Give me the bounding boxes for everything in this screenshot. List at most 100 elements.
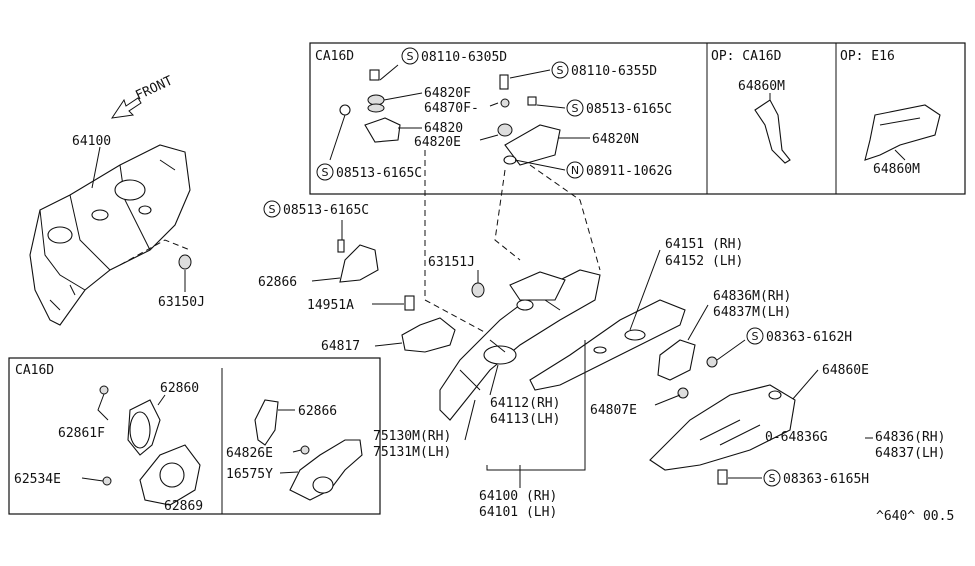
apron-assembly-drawing xyxy=(29,144,191,326)
label-08513-6165c-b: 08513-6165C xyxy=(586,102,672,117)
box-title-op-ca16d: OP: CA16D xyxy=(711,49,782,64)
label-64820e: 64820E xyxy=(414,135,461,150)
box-title-ca16d: CA16D xyxy=(315,49,354,64)
bracket-64836m-drawing xyxy=(657,339,696,381)
leader-62861f xyxy=(97,393,109,421)
top-box-frame xyxy=(309,42,966,195)
leader-64820e xyxy=(479,134,499,141)
s-mark-08513-6165c-c: S xyxy=(263,200,281,218)
label-64817: 64817 xyxy=(321,339,360,354)
leader-08110-6355d xyxy=(509,69,551,79)
label-08110-6355d: 08110-6355D xyxy=(571,64,657,79)
front-arrow-icon xyxy=(110,97,142,119)
svg-text:S: S xyxy=(269,203,276,216)
bolt-08363-6162h-drawing xyxy=(706,356,718,368)
svg-text:S: S xyxy=(752,330,759,343)
s-mark-08513-6165c-a: S xyxy=(316,163,334,181)
cover-62869-drawing xyxy=(139,444,201,506)
leader-08513-6165c-a xyxy=(329,114,346,161)
bracket-62866-b-drawing xyxy=(254,399,279,446)
mud-guard-64836-drawing xyxy=(649,384,796,471)
leader-08110-6305d xyxy=(379,64,399,81)
front-label: FRONT xyxy=(133,73,175,103)
leader-64860e xyxy=(791,369,819,401)
leader-64836m xyxy=(687,304,709,341)
label-64101: 64101 (LH) xyxy=(479,505,557,520)
box-title-op-e16: OP: E16 xyxy=(840,49,895,64)
label-64113: 64113(LH) xyxy=(490,412,560,427)
svg-text:S: S xyxy=(407,50,414,63)
label-64151: 64151 (RH) xyxy=(665,237,743,252)
leader-08363-6162h xyxy=(716,339,746,361)
dash-line-1 xyxy=(424,150,491,336)
clip-64807e-drawing xyxy=(677,387,689,399)
bracket-64817-drawing xyxy=(401,317,456,353)
grommet-63151j-drawing xyxy=(471,282,485,298)
leader-08513-6165c-b xyxy=(536,104,566,109)
label-08911-1062g: 08911-1062G xyxy=(586,164,672,179)
label-64837m: 64837M(LH) xyxy=(713,305,791,320)
label-64836: 64836(RH) xyxy=(875,430,945,445)
label-64860e: 64860E xyxy=(822,363,869,378)
label-64870f: 64870F- xyxy=(424,101,479,116)
svg-text:S: S xyxy=(769,472,776,485)
label-08363-6162h: 08363-6162H xyxy=(766,330,852,345)
clip-64826e-drawing xyxy=(300,445,310,455)
mount-parts-drawing xyxy=(339,69,561,166)
bolt-08363-6165h-drawing xyxy=(717,469,728,485)
leader-16575y xyxy=(279,471,299,474)
label-64836m: 64836M(RH) xyxy=(713,289,791,304)
label-14951a: 14951A xyxy=(307,298,354,313)
s-mark-08513-6165c-b: S xyxy=(566,99,584,117)
dash-line-3 xyxy=(529,164,601,271)
s-mark-08363-6162h: S xyxy=(746,327,764,345)
bracket-62866-a-drawing xyxy=(337,239,379,283)
leader-64860m-b xyxy=(894,149,906,161)
leader-64807e xyxy=(654,394,681,406)
leader-62866-a xyxy=(311,277,341,282)
label-64836g: 0-64836G xyxy=(765,430,828,445)
clip-62534e-drawing xyxy=(102,476,112,486)
label-75130m: 75130M(RH) xyxy=(373,429,451,444)
leader-64826e xyxy=(292,449,302,453)
label-08363-6165h: 08363-6165H xyxy=(783,472,869,487)
bracket-64860m-a-drawing xyxy=(754,99,791,164)
leader-64870f xyxy=(489,102,499,107)
svg-text:N: N xyxy=(571,164,579,177)
label-64820: 64820 xyxy=(424,121,463,136)
label-64837: 64837(LH) xyxy=(875,446,945,461)
leader-64100-top xyxy=(91,146,101,189)
s-mark-08110-6305d: S xyxy=(401,47,419,65)
label-63150j: 63150J xyxy=(158,295,205,310)
dash-line-2 xyxy=(494,169,521,261)
label-64820f: 64820F xyxy=(424,86,471,101)
label-62534e: 62534E xyxy=(14,472,61,487)
label-62866-b: 62866 xyxy=(298,404,337,419)
duct-62860-drawing xyxy=(127,399,161,456)
duct-16575y-drawing xyxy=(289,439,363,501)
label-62866-a: 62866 xyxy=(258,275,297,290)
leader-75130m xyxy=(464,399,476,441)
leader-64151 xyxy=(629,249,661,331)
label-64807e: 64807E xyxy=(590,403,637,418)
box-title-bottom-ca16d: CA16D xyxy=(15,363,54,378)
label-64860m-b: 64860M xyxy=(873,162,920,177)
clip-62861f-drawing xyxy=(99,385,109,395)
diagram-code: ^640^ 00.5 xyxy=(876,509,954,524)
bolt-14951a-drawing xyxy=(404,295,415,311)
label-08110-6305d: 08110-6305D xyxy=(421,50,507,65)
label-16575y: 16575Y xyxy=(226,467,273,482)
side-member-assembly-drawing xyxy=(439,269,601,421)
bottom-left-box-frame xyxy=(8,357,381,515)
leader-08911-1062g xyxy=(514,159,566,171)
bracket-64860m-b-drawing xyxy=(864,104,941,161)
leader-64112 xyxy=(489,364,499,396)
label-64100-bottom: 64100 (RH) xyxy=(479,489,557,504)
s-mark-08110-6355d: S xyxy=(551,61,569,79)
label-62869: 62869 xyxy=(164,499,203,514)
s-mark-08363-6165h: S xyxy=(763,469,781,487)
label-64112: 64112(RH) xyxy=(490,396,560,411)
leader-62534e xyxy=(81,477,104,482)
label-75131m: 75131M(LH) xyxy=(373,445,451,460)
